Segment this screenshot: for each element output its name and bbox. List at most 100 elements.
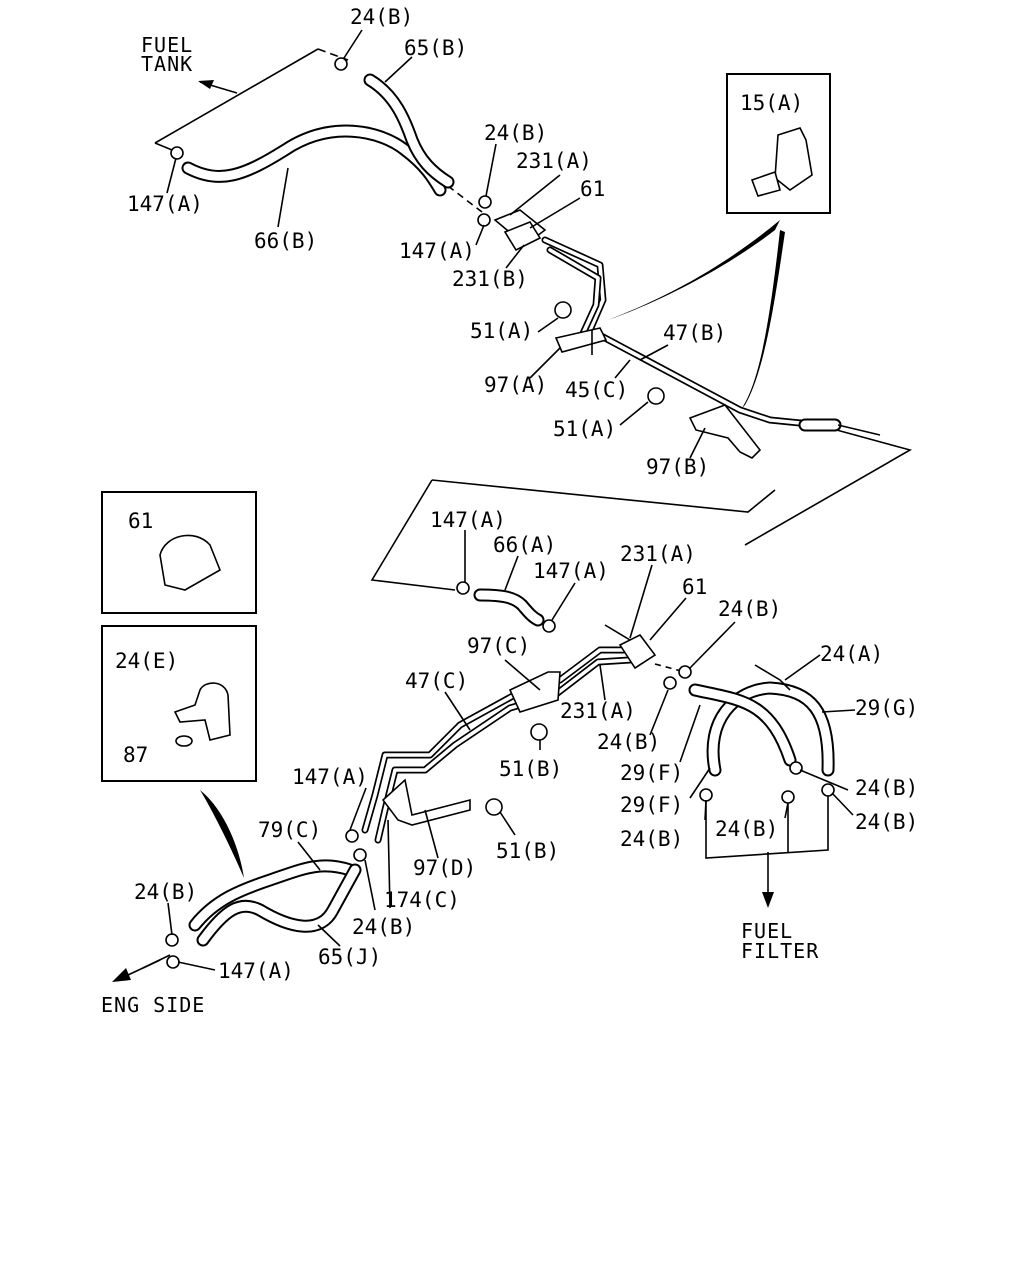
upper-labels: 24(B) 65(B) 147(A) 66(B) 24(B) 231(A) 61… (127, 5, 726, 479)
label-147a-2: 147(A) (533, 559, 609, 583)
label-97b: 97(B) (646, 455, 709, 479)
label-61-upper: 61 (580, 177, 605, 201)
callout-arrow-15a-2 (742, 230, 785, 408)
leader-lines (166, 29, 856, 971)
clamp-24b-4 (699, 788, 713, 802)
label-174c: 174(C) (384, 888, 460, 912)
label-24b-3: 24(B) (855, 776, 918, 800)
label-231b: 231(B) (452, 267, 528, 291)
label-24a: 24(A) (820, 642, 883, 666)
clamp-147a-4 (166, 955, 180, 969)
bracket-97a (554, 327, 608, 355)
label-231a-1: 231(A) (620, 542, 696, 566)
inset-label-15a: 15(A) (740, 91, 803, 115)
hose-29f (688, 683, 797, 767)
label-24b-1: 24(B) (718, 597, 781, 621)
hose-66a (473, 588, 545, 627)
label-29f-2: 29(F) (620, 793, 683, 817)
hose-66b (181, 124, 447, 197)
fuel-tank-caption-line1: FUEL (141, 33, 193, 57)
label-24b-6: 24(B) (855, 810, 918, 834)
label-65b: 65(B) (404, 36, 467, 60)
label-97c: 97(C) (467, 634, 530, 658)
nut-87-icon (175, 735, 193, 747)
clamp-24b-2 (663, 676, 677, 690)
inset-label-87: 87 (123, 743, 148, 767)
hose-29g (706, 681, 835, 777)
label-47b: 47(B) (663, 321, 726, 345)
nut-51b-2 (485, 798, 503, 816)
clamp-24b-3 (789, 761, 803, 775)
inset-clip-15a: 15(A) (726, 73, 831, 214)
callout-arrow-15a (608, 220, 780, 320)
eng-side-caption-text: ENG SIDE (101, 993, 205, 1017)
ref-line-eng (142, 954, 171, 969)
label-24b-4: 24(B) (620, 827, 683, 851)
clamp-147a-3 (345, 829, 359, 843)
ref-line-section-right (744, 419, 913, 546)
label-231a-2: 231(A) (560, 699, 636, 723)
nut-51a-1 (554, 301, 572, 319)
eng-side-arrow-head (112, 968, 131, 982)
label-66b: 66(B) (254, 229, 317, 253)
fuel-filter-caption-line1: FUEL (741, 919, 793, 943)
lower-labels: 147(A) 66(A) 147(A) 231(A) 61 24(B) 24(A… (134, 508, 918, 983)
clamp-24b-1 (678, 665, 692, 679)
label-66a: 66(A) (493, 533, 556, 557)
bracket-97b (688, 404, 762, 459)
label-51b-1: 51(B) (499, 757, 562, 781)
eng-side-caption: ENG SIDE (101, 959, 205, 1017)
clamp-147a-left (170, 146, 184, 160)
label-24b-2: 24(B) (597, 730, 660, 754)
inset-label-61: 61 (128, 509, 153, 533)
clamp-24e-icon (173, 682, 231, 741)
label-47c: 47(C) (405, 669, 468, 693)
inset-clip-61: 61 (101, 491, 257, 614)
label-147a-mid: 147(A) (399, 239, 475, 263)
label-29f-1: 29(F) (620, 761, 683, 785)
reference-lines (142, 48, 913, 969)
label-61-lower: 61 (682, 575, 707, 599)
label-51a-1: 51(A) (470, 319, 533, 343)
fuel-filter-caption-line2: FILTER (741, 939, 819, 963)
clamp-147a-mid (477, 213, 491, 227)
label-24b-7: 24(B) (134, 880, 197, 904)
label-79c: 79(C) (258, 818, 321, 842)
label-147a-3: 147(A) (292, 765, 368, 789)
fuel-tank-caption: FUEL TANK (141, 33, 238, 94)
callout-arrow-24e (200, 790, 244, 878)
ref-line-joint-upper (447, 185, 483, 213)
clamp-24b-mid (478, 195, 492, 209)
hose-65j (196, 863, 362, 947)
clamp-24b-top (334, 57, 348, 71)
label-51a-2: 51(A) (553, 417, 616, 441)
ref-line-tank-end (154, 142, 173, 151)
clip-61-icon (159, 534, 222, 591)
inset-label-24e: 24(E) (115, 649, 178, 673)
clamp-24a (754, 664, 791, 691)
clamp-147a-2 (542, 619, 556, 633)
label-147a-left: 147(A) (127, 192, 203, 216)
label-45c: 45(C) (565, 378, 628, 402)
clamp-147a-1 (456, 581, 470, 595)
label-24b-top: 24(B) (350, 5, 413, 29)
clamp-24b-5 (781, 790, 795, 804)
bracket-97d (381, 778, 471, 826)
label-147a-4: 147(A) (218, 959, 294, 983)
label-29g: 29(G) (855, 696, 918, 720)
joint-231 (493, 209, 547, 252)
inset-clamp-24e: 24(E) 87 (101, 625, 257, 782)
label-231a-upper: 231(A) (516, 149, 592, 173)
hose-79c (188, 859, 357, 932)
label-24b-mid: 24(B) (484, 121, 547, 145)
clamp-24b-6 (821, 783, 835, 797)
label-24b-5: 24(B) (715, 817, 778, 841)
joint-231-lower (618, 633, 657, 670)
hose-65b (363, 73, 455, 189)
bracket-97c (508, 671, 561, 713)
ref-line-section-left (370, 479, 456, 591)
hose-end-right (798, 418, 881, 436)
clamp-24b-7 (353, 848, 367, 862)
nut-51b-1 (530, 723, 548, 741)
